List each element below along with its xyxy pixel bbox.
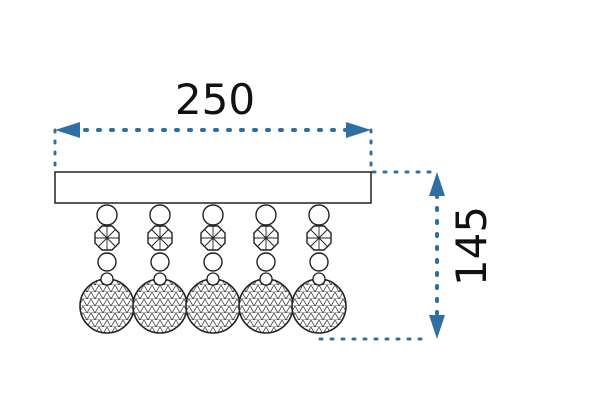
drop-2 [132,204,188,334]
connector-bead [256,252,276,272]
drop-5 [291,204,347,334]
sphere-cap [259,272,273,286]
left-arrow-icon [55,122,80,138]
faceted-sphere [291,278,347,334]
down-arrow-icon [429,315,445,339]
top-bead [149,204,171,226]
top-bead [255,204,277,226]
right-arrow-icon [346,122,371,138]
sphere-cap [153,272,167,286]
faceted-sphere [79,278,135,334]
octagon-facets [201,226,225,250]
faceted-sphere [185,278,241,334]
drop-1 [79,204,135,334]
top-bead [96,204,118,226]
faceted-sphere [132,278,188,334]
connector-bead [203,252,223,272]
octagon-facets [148,226,172,250]
octagon-facets [95,226,119,250]
ceiling-base-plate [54,171,372,204]
drop-3 [185,204,241,334]
sphere-cap [100,272,114,286]
top-bead [202,204,224,226]
connector-bead [309,252,329,272]
width-label: 250 [175,75,255,124]
connector-bead [97,252,117,272]
sphere-cap [312,272,326,286]
crystal-drops [79,204,347,334]
up-arrow-icon [429,172,445,196]
height-dimension: 145 [318,170,496,341]
connector-bead [150,252,170,272]
sphere-cap [206,272,220,286]
octagon-facets [307,226,331,250]
top-bead [308,204,330,226]
octagon-facets [254,226,278,250]
drop-4 [238,204,294,334]
width-dimension: 250 [53,75,373,172]
height-label: 145 [447,206,496,286]
